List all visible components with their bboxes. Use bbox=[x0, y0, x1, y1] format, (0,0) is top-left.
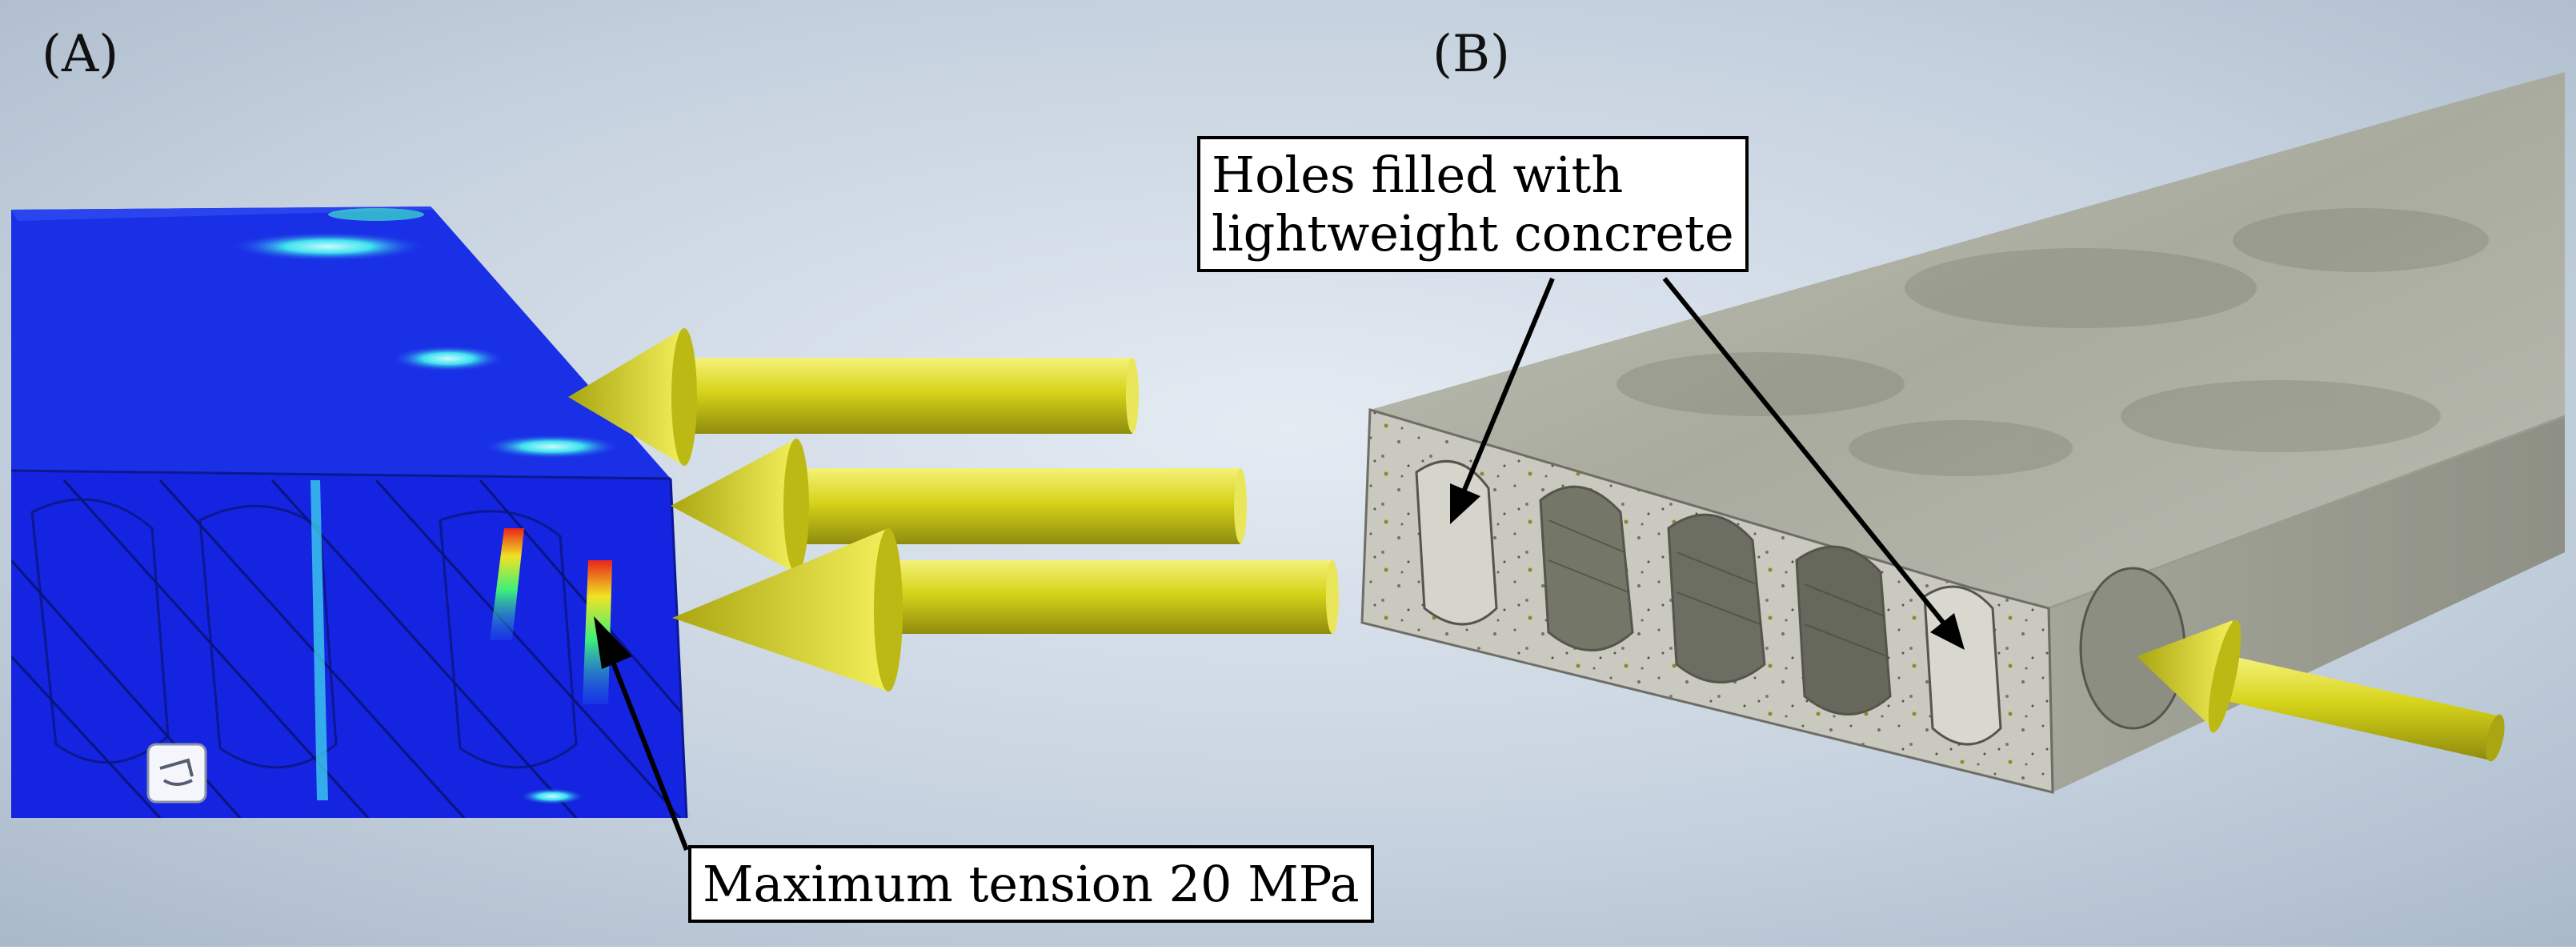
load-arrow bbox=[672, 528, 1339, 691]
load-arrow bbox=[568, 328, 1139, 466]
load-arrow bbox=[671, 439, 1247, 573]
concrete-slab bbox=[1360, 72, 2566, 794]
tension-annotation-text: Maximum tension 20 MPa bbox=[703, 855, 1360, 913]
panel-label-a: (A) bbox=[42, 25, 119, 84]
view-cube-icon[interactable] bbox=[146, 743, 207, 804]
holes-pointers bbox=[1450, 277, 1965, 650]
panel-label-b: (B) bbox=[1432, 25, 1510, 84]
holes-annotation: Holes filled with lightweight concrete bbox=[1197, 136, 1749, 273]
tension-annotation: Maximum tension 20 MPa bbox=[688, 845, 1374, 924]
filled-core bbox=[1415, 459, 1498, 626]
tension-pointer bbox=[594, 616, 689, 852]
load-arrows-a bbox=[568, 328, 1339, 691]
stress-model bbox=[10, 206, 688, 819]
load-arrow-b bbox=[2137, 619, 2505, 762]
holes-annotation-line2: lightweight concrete bbox=[1212, 204, 1734, 263]
holes-annotation-line1: Holes filled with bbox=[1212, 146, 1624, 204]
